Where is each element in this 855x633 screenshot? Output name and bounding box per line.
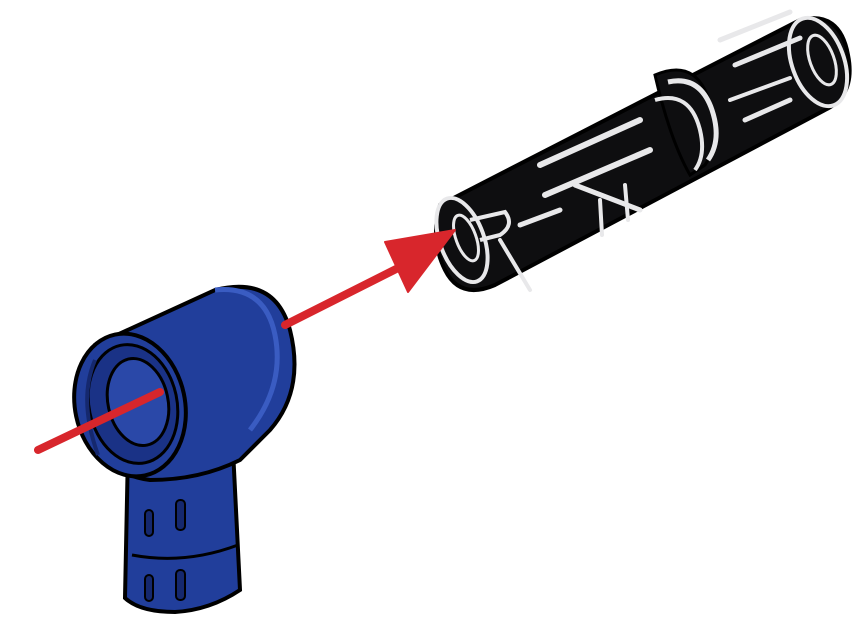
black-long-pin [426, 10, 855, 290]
blue-connector [61, 287, 294, 612]
